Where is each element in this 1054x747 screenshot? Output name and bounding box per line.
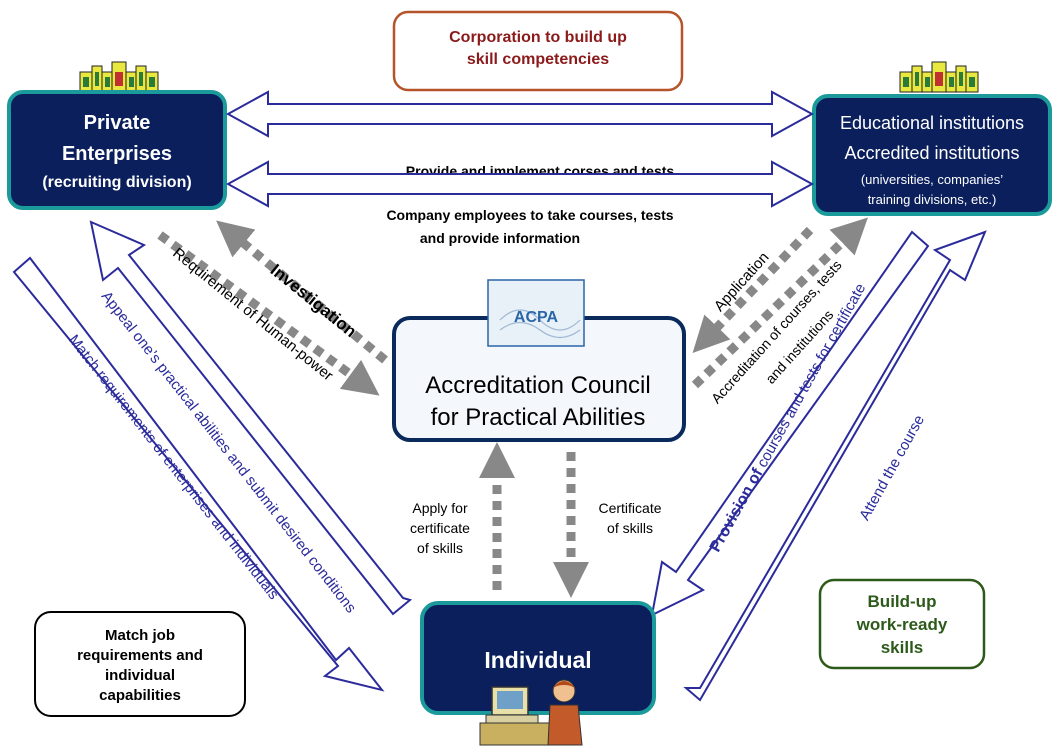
edge-appeal-label: Appeal one’s practical abilities and sub…: [98, 288, 360, 616]
arrow-provision: [650, 230, 930, 617]
double-arrow-employees: [225, 160, 815, 208]
edge-cert-line2: of skills: [607, 520, 653, 536]
arrow-appeal: [89, 220, 413, 616]
edge-apply-line1: Apply for: [412, 500, 468, 516]
buildup-line3: skills: [881, 638, 924, 657]
double-arrow-provide: [225, 90, 815, 138]
education-line1: Educational institutions: [840, 113, 1024, 133]
private-line3: (recruiting division): [42, 174, 191, 191]
private-line2: Enterprises: [62, 143, 172, 165]
match-line3: individual: [105, 667, 175, 684]
arrow-investigation: [216, 220, 388, 364]
education-line4: training divisions, etc.): [868, 192, 997, 207]
edge-employees-line2: and provide information: [420, 230, 580, 246]
gray-dashed-arrows: [157, 217, 868, 598]
edge-provision-bold: Provision of: [707, 465, 767, 555]
building-icon-right: [899, 61, 979, 93]
match-line1: Match job: [105, 627, 175, 644]
education-line3: (universities, companies’: [861, 172, 1003, 187]
arrow-requirement: [157, 231, 380, 396]
council-line1: Accreditation Council: [425, 372, 650, 399]
education-line2: Accredited institutions: [844, 143, 1019, 163]
arrow-attend: [683, 230, 987, 702]
arrow-accreditation: [691, 217, 868, 389]
building-icon-left: [79, 61, 159, 93]
education-node: [812, 94, 1052, 216]
acpa-logo: [487, 279, 585, 347]
buildup-line1: Build-up: [868, 592, 937, 611]
council-line2: for Practical Abilities: [431, 404, 646, 431]
private-enterprises-node: [7, 90, 227, 210]
top-note-line2: skill competencies: [467, 51, 609, 68]
edge-apply-line2: certificate: [410, 520, 470, 536]
match-line4: capabilities: [99, 687, 181, 704]
edge-cert-line1: Certificate: [598, 500, 661, 516]
individual-node: [420, 601, 656, 715]
buildup-line2: work-ready: [856, 615, 948, 634]
edge-attend-label: Attend the course: [856, 412, 928, 523]
match-box: [34, 611, 246, 717]
arrow-match-requirements: [12, 256, 385, 692]
top-note-box: [392, 10, 684, 92]
person-computer-icon: [479, 679, 583, 746]
private-line1: Private: [84, 112, 151, 134]
top-note-line1: Corporation to build up: [449, 29, 627, 46]
acpa-logo-text: ACPA: [514, 309, 559, 326]
match-line2: requirements and: [77, 647, 203, 664]
individual-label: Individual: [484, 647, 591, 673]
buildup-box: [818, 578, 986, 670]
edge-employees-line1: Company employees to take courses, tests: [386, 207, 673, 223]
edge-apply-line3: of skills: [417, 540, 463, 556]
